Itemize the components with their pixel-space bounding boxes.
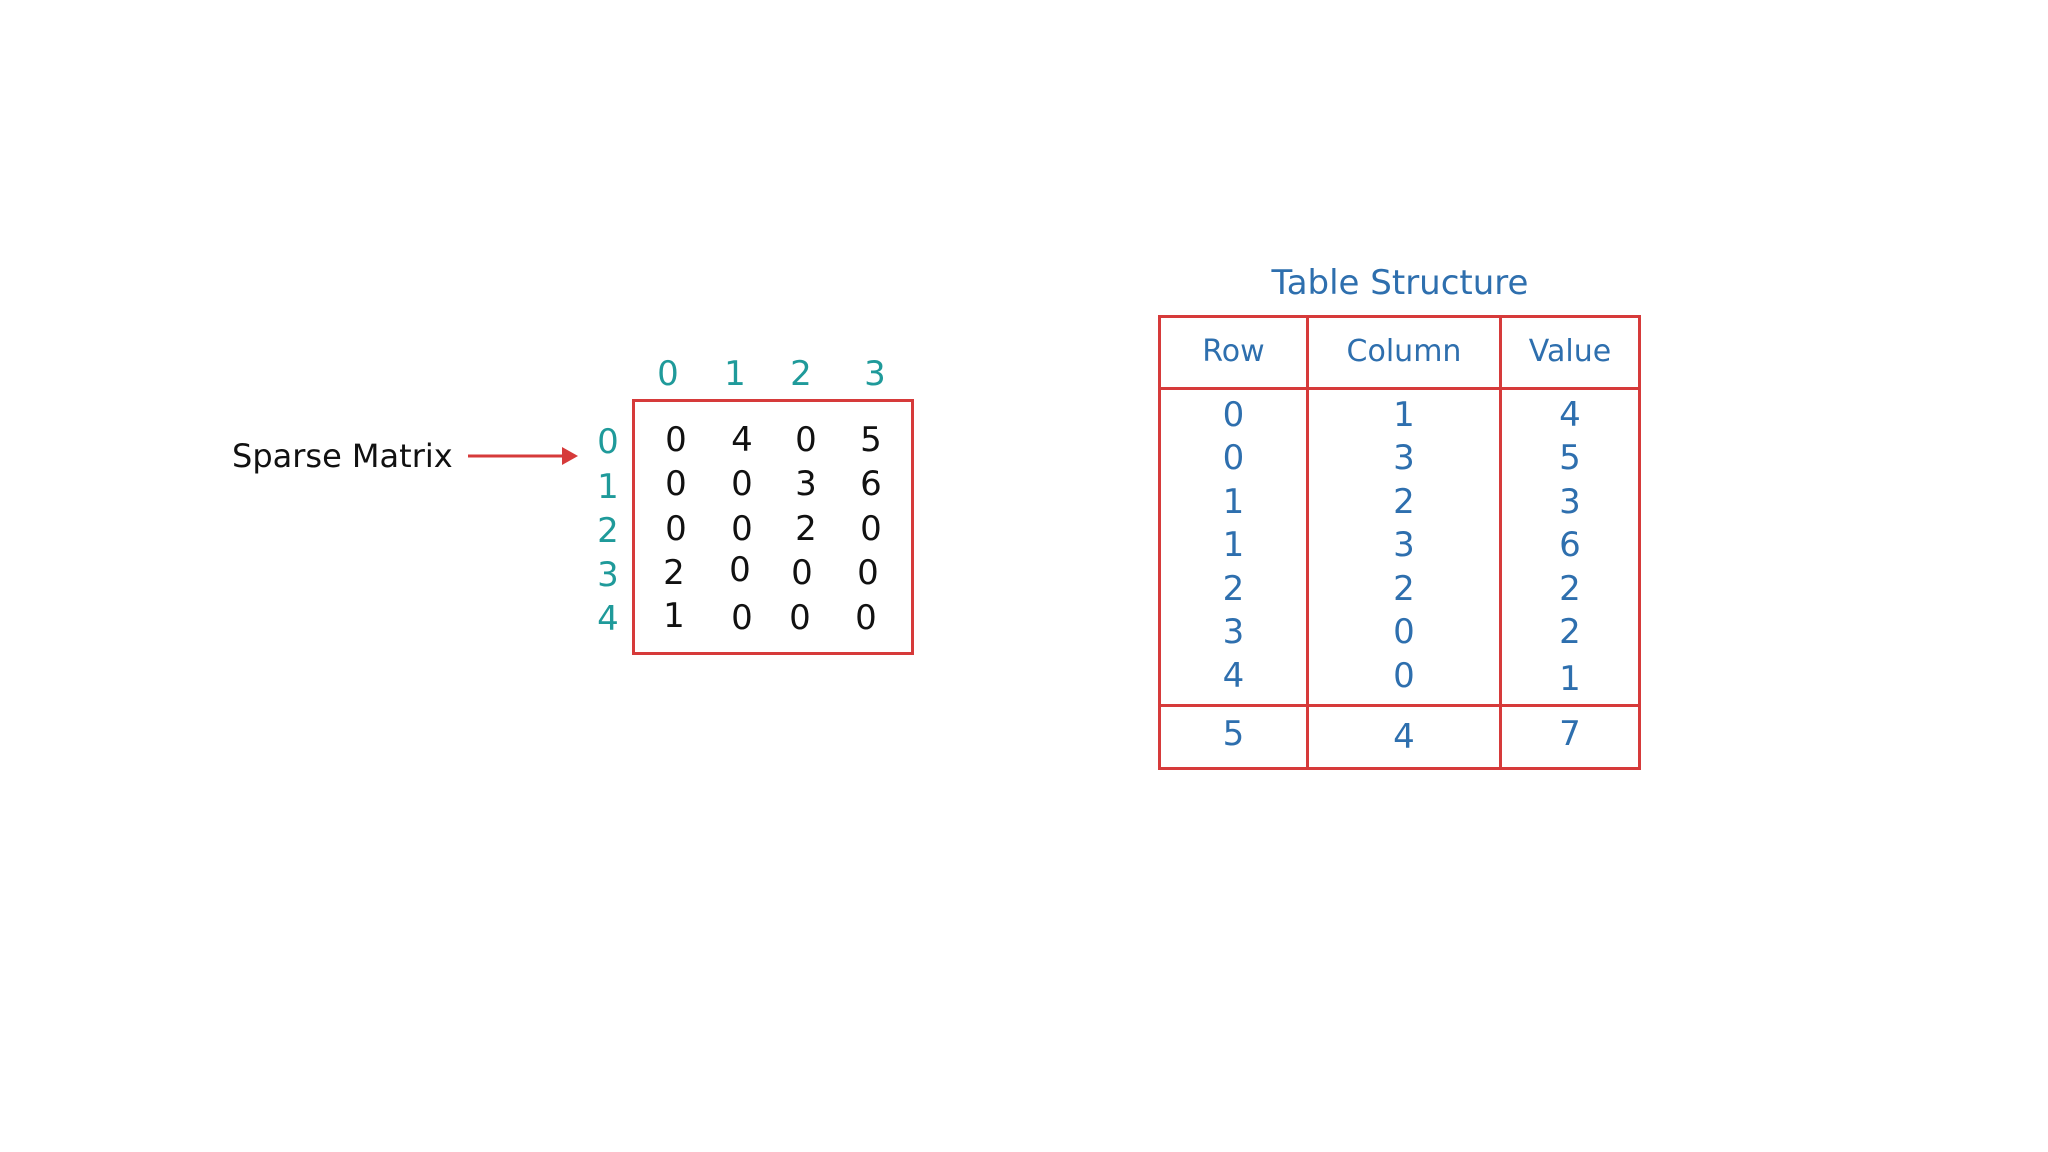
table-header-divider (1158, 387, 1641, 390)
matrix-cell: 5 (860, 420, 882, 460)
matrix-row-index: 3 (597, 555, 619, 595)
table-cell: 4 (1222, 656, 1245, 696)
matrix-cell: 0 (795, 420, 817, 460)
table-cell: 2 (1559, 612, 1581, 652)
table-cell: 5 (1559, 438, 1581, 478)
matrix-cell: 0 (665, 464, 687, 504)
matrix-row-index: 0 (597, 422, 619, 462)
matrix-cell: 0 (855, 598, 877, 638)
matrix-cell: 1 (663, 596, 685, 636)
table-border-bottom (1158, 767, 1641, 770)
matrix-cell: 0 (665, 420, 687, 460)
matrix-cell: 4 (731, 420, 753, 460)
table-cell: 1 (1222, 525, 1245, 565)
table-cell: 2 (1222, 569, 1245, 609)
table-cell: 1 (1559, 659, 1581, 699)
table-cell: 4 (1559, 395, 1581, 435)
matrix-cell: 0 (791, 553, 813, 593)
matrix-column-index: 0 (657, 354, 679, 394)
matrix-cell: 0 (789, 598, 811, 638)
table-header-column: Column (1346, 334, 1462, 369)
matrix-row-index: 2 (597, 511, 619, 551)
table-column-divider (1499, 315, 1502, 770)
matrix-column-index: 3 (864, 354, 886, 394)
table-cell: 0 (1222, 395, 1245, 435)
matrix-cell: 0 (731, 509, 753, 549)
matrix-cell: 0 (857, 553, 879, 593)
table-summary-values: 7 (1559, 714, 1581, 754)
matrix-column-index: 1 (724, 354, 746, 394)
table-cell: 1 (1393, 395, 1415, 435)
table-border-top (1158, 315, 1641, 318)
table-cell: 6 (1559, 525, 1581, 565)
matrix-cell: 0 (665, 509, 687, 549)
table-cell: 0 (1393, 612, 1415, 652)
table-border-left (1158, 315, 1161, 770)
matrix-cell: 3 (795, 464, 817, 504)
matrix-cell: 0 (731, 464, 753, 504)
table-column-divider (1306, 315, 1309, 770)
matrix-cell: 6 (860, 464, 882, 504)
table-summary-divider (1158, 704, 1641, 707)
matrix-row-index: 1 (597, 467, 619, 507)
table-cell: 2 (1393, 482, 1415, 522)
sparse-matrix-label: Sparse Matrix (232, 437, 453, 475)
matrix-column-index: 2 (790, 354, 812, 394)
table-cell: 1 (1222, 482, 1245, 522)
table-cell: 0 (1222, 438, 1245, 478)
sparse-matrix-box (632, 399, 914, 655)
table-summary-columns: 4 (1393, 717, 1415, 757)
matrix-cell: 0 (731, 598, 753, 638)
table-cell: 3 (1393, 525, 1415, 565)
table-structure-title: Table Structure (1271, 263, 1529, 303)
table-summary-rows: 5 (1222, 714, 1245, 754)
table-cell: 0 (1393, 656, 1415, 696)
table-border-right (1638, 315, 1641, 770)
table-cell: 3 (1393, 438, 1415, 478)
matrix-row-index: 4 (597, 599, 619, 639)
matrix-cell: 2 (795, 509, 817, 549)
table-cell: 3 (1222, 612, 1245, 652)
table-cell: 2 (1559, 569, 1581, 609)
matrix-cell: 0 (860, 509, 882, 549)
right-arrow-icon (468, 447, 578, 465)
table-cell: 3 (1559, 482, 1581, 522)
matrix-cell: 0 (729, 550, 751, 590)
matrix-cell: 2 (663, 553, 685, 593)
table-cell: 2 (1393, 569, 1415, 609)
table-header-value: Value (1528, 334, 1612, 369)
table-header-row: Row (1202, 334, 1265, 369)
